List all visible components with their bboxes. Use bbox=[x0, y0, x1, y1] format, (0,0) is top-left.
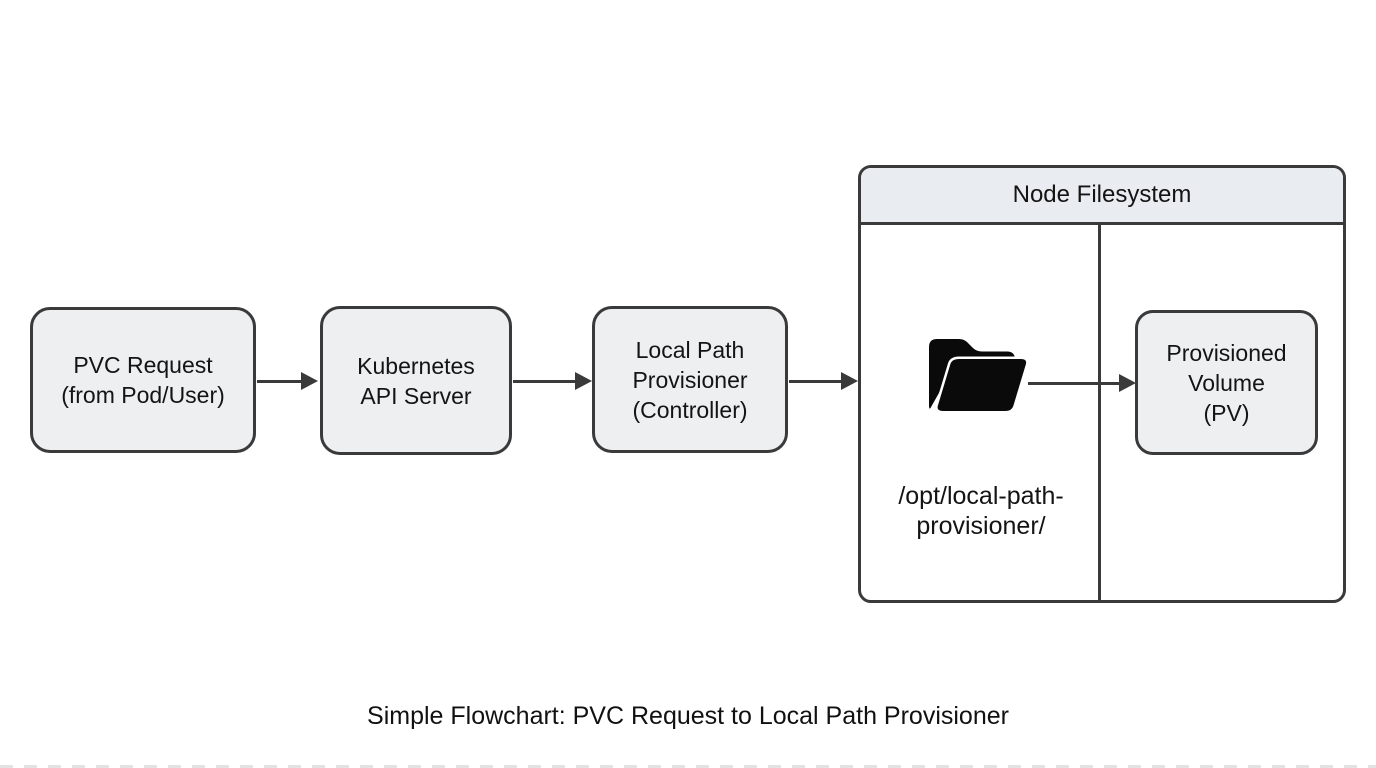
arrow-head-icon bbox=[841, 372, 858, 390]
node-api-server-line2: API Server bbox=[360, 382, 472, 409]
node-filesystem-body: /opt/local-path- provisioner/ bbox=[861, 225, 1343, 600]
node-local-path-provisioner: Local Path Provisioner (Controller) bbox=[592, 306, 788, 453]
node-pv-line1: Provisioned bbox=[1166, 339, 1287, 366]
node-api-server: Kubernetes API Server bbox=[320, 306, 512, 455]
node-lpp-line2: Provisioner bbox=[632, 366, 748, 393]
arrow-pvc-to-api bbox=[257, 372, 318, 390]
node-pv-line3: (PV) bbox=[1203, 399, 1250, 426]
arrow-shaft bbox=[789, 379, 841, 383]
arrow-provisioner-to-filesystem bbox=[789, 372, 858, 390]
arrow-api-to-provisioner bbox=[513, 372, 592, 390]
arrow-head-icon bbox=[301, 372, 318, 390]
node-filesystem-title: Node Filesystem bbox=[1012, 181, 1192, 208]
arrow-head-icon bbox=[575, 372, 592, 390]
arrow-shaft bbox=[513, 379, 575, 383]
node-provisioned-volume: Provisioned Volume (PV) bbox=[1135, 310, 1318, 455]
arrow-shaft bbox=[257, 379, 301, 383]
node-lpp-line3: (Controller) bbox=[632, 396, 748, 423]
node-pvc-request-line2: (from Pod/User) bbox=[61, 382, 225, 408]
node-filesystem-header: Node Filesystem bbox=[861, 168, 1343, 225]
arrow-path-to-pv bbox=[1028, 374, 1136, 392]
filesystem-path-line2: provisioner/ bbox=[916, 512, 1046, 540]
diagram-caption: Simple Flowchart: PVC Request to Local P… bbox=[367, 702, 1009, 730]
node-pvc-request-line1: PVC Request bbox=[73, 352, 213, 378]
arrow-head-icon bbox=[1119, 374, 1136, 392]
node-lpp-line1: Local Path bbox=[635, 336, 745, 363]
bottom-edge-noise bbox=[0, 765, 1376, 768]
folder-open-icon bbox=[929, 339, 1029, 414]
filesystem-path-line1: /opt/local-path- bbox=[898, 482, 1064, 510]
filesystem-path-cell: /opt/local-path- provisioner/ bbox=[861, 225, 1101, 600]
node-pv-line2: Volume bbox=[1188, 369, 1265, 396]
filesystem-path-label: /opt/local-path- provisioner/ bbox=[861, 481, 1101, 541]
node-api-server-line1: Kubernetes bbox=[357, 352, 475, 379]
node-pvc-request: PVC Request (from Pod/User) bbox=[30, 307, 256, 453]
arrow-shaft bbox=[1028, 381, 1119, 385]
